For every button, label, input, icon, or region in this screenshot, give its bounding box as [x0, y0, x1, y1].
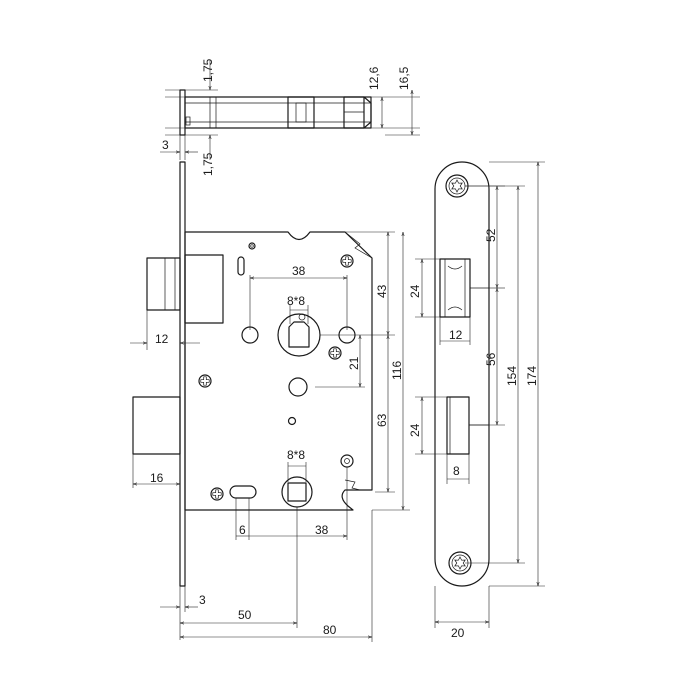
- dim-fp-154: 154: [505, 366, 519, 386]
- dim-fp-24-top: 24: [408, 284, 422, 298]
- dim-3-bottom: 3: [199, 593, 206, 607]
- latch-opening: [439, 258, 471, 318]
- phillips-screw-icon: [198, 374, 212, 388]
- top-view: 1,75 3 1,75 12,6 16,5: [160, 58, 420, 176]
- dim-fp-8: 8: [453, 464, 460, 478]
- dim-21: 21: [347, 356, 361, 370]
- dim-top-3: 3: [162, 138, 169, 152]
- dim-fp-12: 12: [449, 328, 463, 342]
- dim-fp-24-bottom: 24: [408, 423, 422, 437]
- dim-top-1-75-b: 1,75: [201, 152, 215, 176]
- lock-case: [184, 231, 373, 511]
- latch-housing: [184, 254, 224, 324]
- dim-12-latch: 12: [155, 332, 169, 346]
- dim-38-bottom: 38: [315, 523, 329, 537]
- dim-50: 50: [238, 608, 252, 622]
- dim-8x8-bottom: 8*8: [287, 448, 305, 462]
- dim-fp-174: 174: [525, 366, 539, 386]
- phillips-screw-icon: [340, 254, 354, 268]
- dim-fp-20: 20: [451, 626, 465, 640]
- dim-top-16-5: 16,5: [397, 66, 411, 90]
- latch-bolt: [146, 257, 181, 311]
- dim-fp-56: 56: [484, 352, 498, 366]
- dim-fp-52: 52: [484, 228, 498, 242]
- top-view-follower: [287, 96, 315, 129]
- dim-116: 116: [390, 361, 404, 380]
- dim-38-top: 38: [292, 264, 306, 278]
- strike-plate: [434, 161, 490, 587]
- bolt-opening: [446, 396, 470, 455]
- bottom-spindle: [281, 476, 313, 508]
- torx-screw-icon: [445, 174, 469, 198]
- dim-8x8-top: 8*8: [287, 294, 305, 308]
- top-view-case: [184, 96, 372, 129]
- phillips-screw-icon: [210, 487, 224, 501]
- dim-80: 80: [323, 623, 337, 637]
- dim-6: 6: [239, 523, 246, 537]
- dim-63: 63: [375, 413, 389, 427]
- dim-16-bolt: 16: [150, 471, 164, 485]
- dead-bolt: [132, 396, 181, 455]
- phillips-screw-icon: [328, 346, 342, 360]
- dim-43: 43: [375, 284, 389, 298]
- dim-top-12-6: 12,6: [367, 66, 381, 90]
- handle-follower: [277, 313, 321, 357]
- dim-top-1-75-a: 1,75: [201, 58, 215, 82]
- forend-plate: [179, 161, 186, 587]
- front-view: 38 8*8 43 21 116 63 12 16 8*8 6 38 3 50 …: [130, 161, 410, 642]
- strike-plate-view: 52 24 12 56 154 174 24 8 20: [408, 161, 545, 640]
